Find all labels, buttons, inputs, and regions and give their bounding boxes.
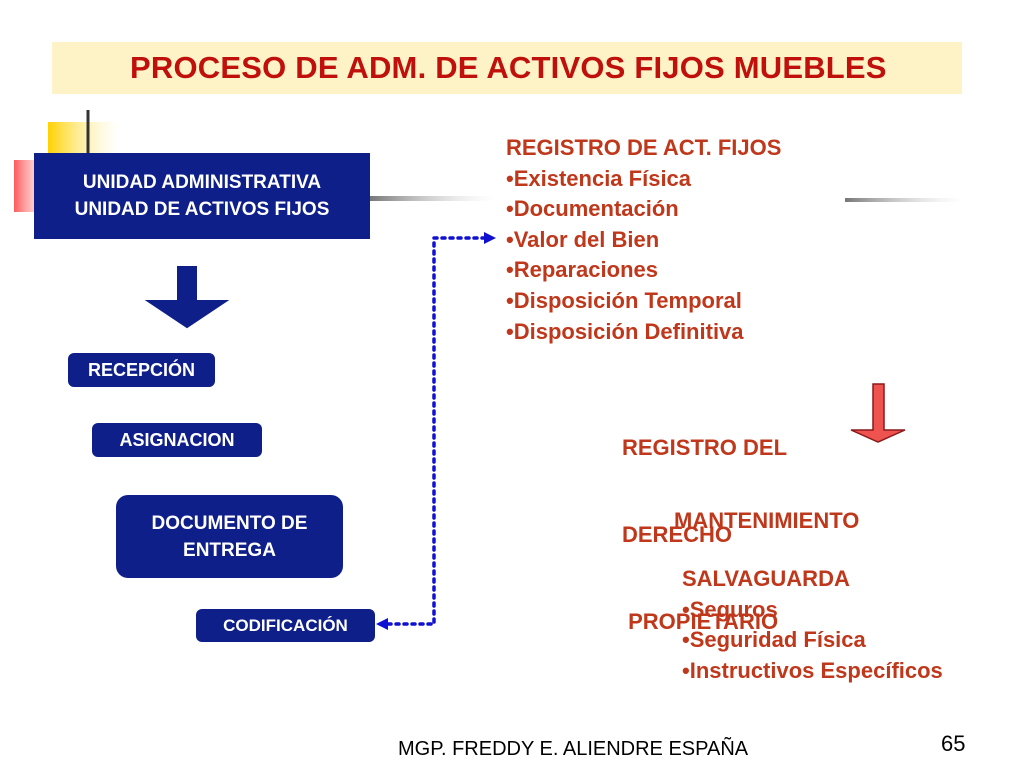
page-number: 65 xyxy=(941,731,966,756)
slide-title: PROCESO DE ADM. DE ACTIVOS FIJOS MUEBLES xyxy=(130,50,887,85)
registro-act-item: •Existencia Física xyxy=(506,165,692,191)
registro-act-item: •Documentación xyxy=(506,196,679,222)
registro-act-item: •Disposición Definitiva xyxy=(506,318,744,344)
down-arrow-red xyxy=(850,383,906,443)
codificacion-box: CODIFICACIÓN xyxy=(196,609,375,642)
unit-box: UNIDAD ADMINISTRATIVA UNIDAD DE ACTIVOS … xyxy=(34,153,370,239)
salvaguarda-heading: SALVAGUARDA xyxy=(682,566,850,591)
registro-derecho-line2: DERECHO xyxy=(622,522,733,547)
registro-derecho-block: REGISTRO DEL DERECHO PROPIETARIO xyxy=(622,375,787,665)
horizontal-line-decoration xyxy=(370,196,496,201)
registro-act-item: •Reparaciones xyxy=(506,257,658,283)
salvaguarda-item: •Seguros xyxy=(682,596,778,622)
title-background xyxy=(52,42,962,94)
connector-arrowhead-left xyxy=(376,618,388,630)
registro-derecho-line3: PROPIETARIO xyxy=(622,609,779,634)
unit-box-line2: UNIDAD DE ACTIVOS FIJOS xyxy=(74,199,330,220)
salvaguarda-item: •Seguridad Física xyxy=(682,627,866,653)
registro-act-item: •Valor del Bien xyxy=(506,226,660,252)
down-arrow-blue xyxy=(144,266,230,329)
registro-act-heading: REGISTRO DE ACT. FIJOS xyxy=(506,135,782,160)
salvaguarda-block: SALVAGUARDA •Seguros •Seguridad Física •… xyxy=(682,564,943,686)
documento-line1: DOCUMENTO DE xyxy=(151,512,308,534)
dotted-connector xyxy=(378,236,486,626)
documento-line2: ENTREGA xyxy=(183,539,276,561)
registro-act-item: •Disposición Temporal xyxy=(506,287,742,313)
mantenimiento-label: MANTENIMIENTO xyxy=(674,508,860,533)
asignacion-box: ASIGNACION xyxy=(92,423,262,457)
registro-act-fijos-block: REGISTRO DE ACT. FIJOS •Existencia Físic… xyxy=(506,133,781,347)
documento-entrega-box: DOCUMENTO DE ENTREGA xyxy=(116,495,343,578)
registro-derecho-line1: REGISTRO DEL xyxy=(622,435,788,460)
footer-author: MGP. FREDDY E. ALIENDRE ESPAÑA xyxy=(398,738,749,760)
connector-arrowhead-right xyxy=(484,232,496,244)
salvaguarda-item: •Instructivos Específicos xyxy=(682,657,943,683)
unit-box-line1: UNIDAD ADMINISTRATIVA xyxy=(82,172,322,193)
recepcion-box: RECEPCIÓN xyxy=(68,353,215,387)
horizontal-line-decoration-right xyxy=(845,198,965,202)
